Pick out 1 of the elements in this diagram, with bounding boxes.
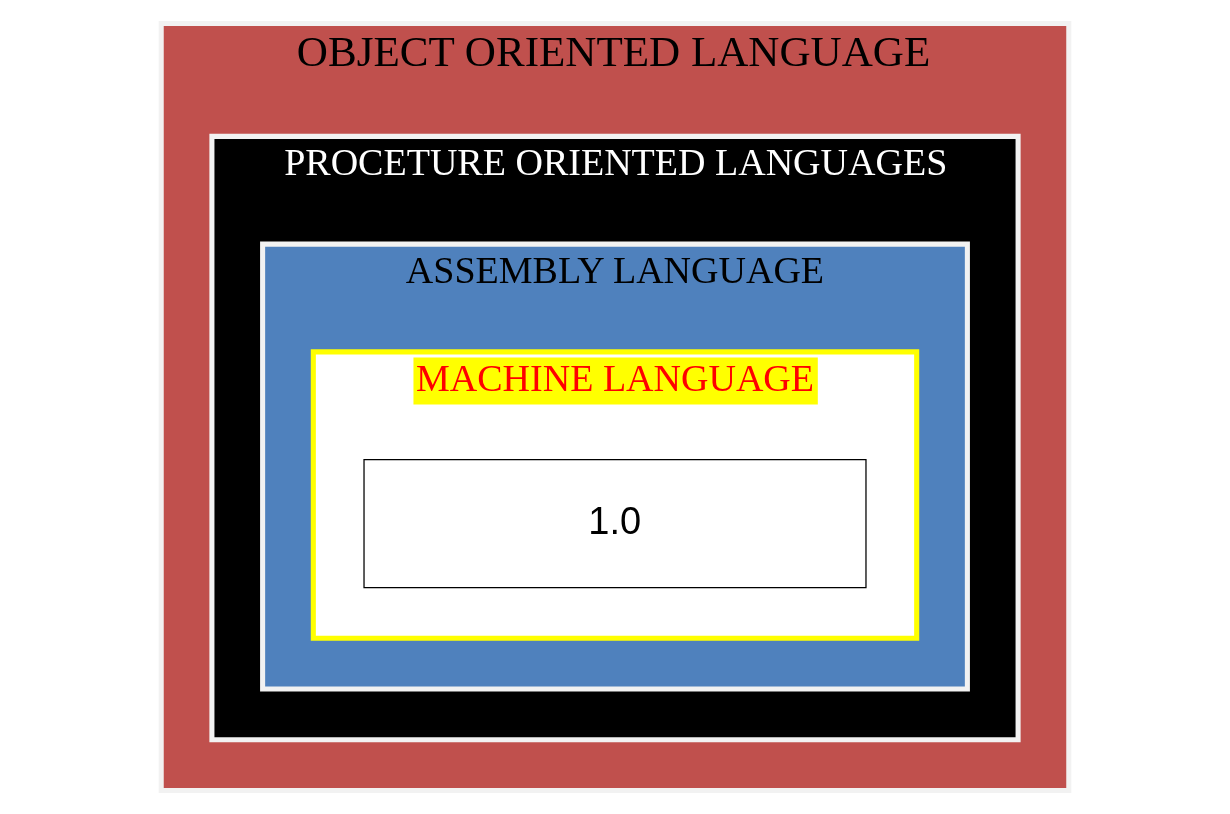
node-box: 1.0 <box>363 458 867 589</box>
